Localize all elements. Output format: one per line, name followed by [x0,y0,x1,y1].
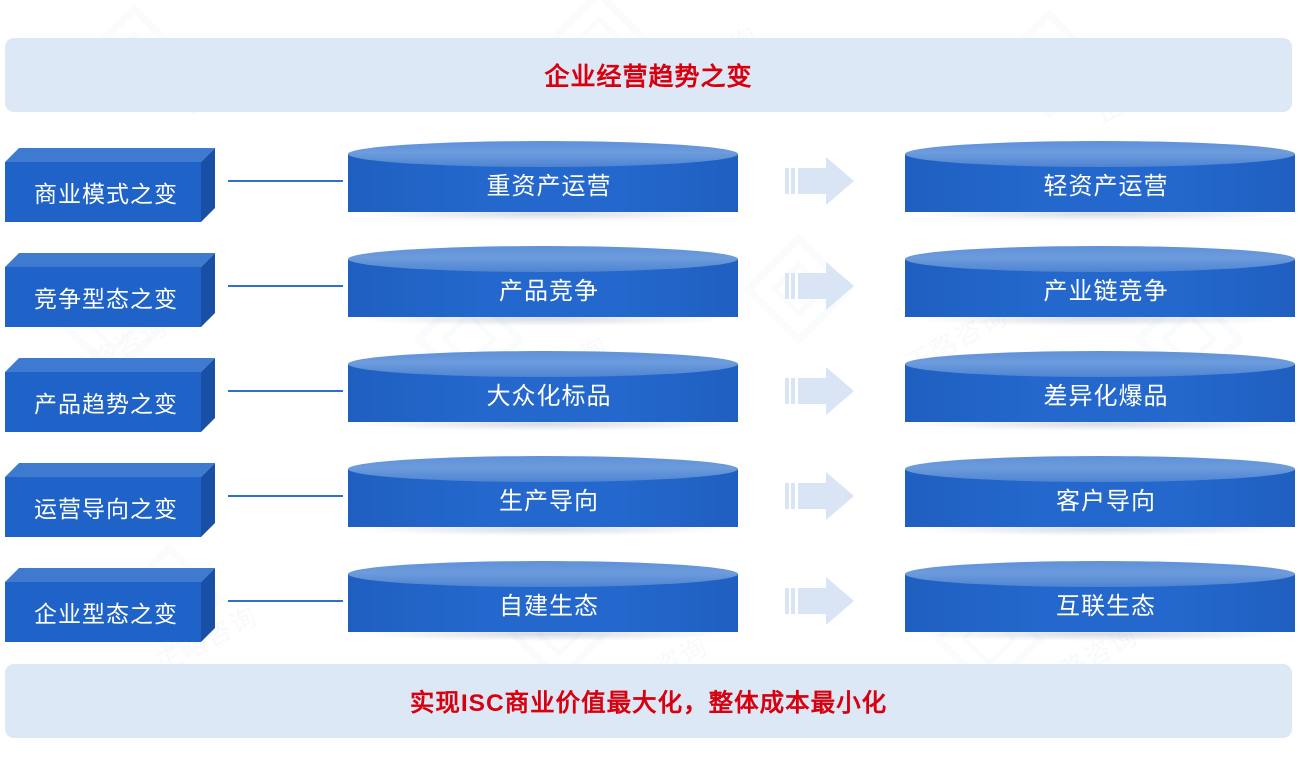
cylinder-top [905,456,1295,482]
diagram-row: 企业型态之变 自建生态 互联生态 [0,550,1300,655]
category-label: 产品趋势之变 [34,391,178,417]
from-label: 产品竞争 [499,277,599,305]
from-cylinder[interactable]: 重资产运营 [348,141,738,225]
cylinder-top [348,141,738,167]
box-front-face: 企业型态之变 [5,582,201,642]
connector-line [228,600,343,602]
category-box[interactable]: 运营导向之变 [5,463,215,537]
box-top-face [5,463,215,477]
page-title: 企业经营趋势之变 [544,63,753,91]
box-top-face [5,253,215,267]
box-top-face [5,358,215,372]
arrow-right-icon [785,261,855,311]
cylinder-top [348,351,738,377]
arrow-right-icon [785,576,855,626]
to-cylinder[interactable]: 产业链竞争 [905,246,1295,330]
to-cylinder[interactable]: 轻资产运营 [905,141,1295,225]
category-label: 竞争型态之变 [34,286,178,312]
from-cylinder[interactable]: 大众化标品 [348,351,738,435]
box-front-face: 运营导向之变 [5,477,201,537]
cylinder-top [905,561,1295,587]
header-banner: 企业经营趋势之变 [5,38,1292,112]
from-label: 大众化标品 [486,382,612,410]
arrow-right-icon [785,366,855,416]
footer-banner: 实现ISC商业价值最大化，整体成本最小化 [5,664,1292,738]
box-front-face: 竞争型态之变 [5,267,201,327]
cylinder-top [348,456,738,482]
to-cylinder[interactable]: 互联生态 [905,561,1295,645]
cylinder-top [348,246,738,272]
category-label: 运营导向之变 [34,496,178,522]
box-side-face [201,463,215,537]
box-side-face [201,148,215,222]
from-label: 自建生态 [499,592,599,620]
diagram-row: 商业模式之变 重资产运营 轻资产运营 [0,130,1300,235]
category-box[interactable]: 产品趋势之变 [5,358,215,432]
category-box[interactable]: 商业模式之变 [5,148,215,222]
connector-line [228,390,343,392]
cylinder-top [905,246,1295,272]
category-box[interactable]: 企业型态之变 [5,568,215,642]
box-top-face [5,568,215,582]
connector-line [228,180,343,182]
diagram-row: 运营导向之变 生产导向 客户导向 [0,445,1300,550]
to-label: 轻资产运营 [1043,172,1169,200]
box-top-face [5,148,215,162]
category-label: 商业模式之变 [34,181,178,207]
arrow-right-icon [785,471,855,521]
connector-line [228,495,343,497]
box-side-face [201,358,215,432]
box-side-face [201,253,215,327]
box-front-face: 产品趋势之变 [5,372,201,432]
from-cylinder[interactable]: 生产导向 [348,456,738,540]
to-cylinder[interactable]: 差异化爆品 [905,351,1295,435]
to-label: 差异化爆品 [1043,382,1169,410]
box-side-face [201,568,215,642]
category-box[interactable]: 竞争型态之变 [5,253,215,327]
to-cylinder[interactable]: 客户导向 [905,456,1295,540]
to-label: 客户导向 [1056,487,1156,515]
from-label: 重资产运营 [486,172,612,200]
footer-text: 实现ISC商业价值最大化，整体成本最小化 [409,689,888,717]
to-label: 互联生态 [1056,592,1156,620]
from-label: 生产导向 [499,487,599,515]
cylinder-top [348,561,738,587]
category-label: 企业型态之变 [34,601,178,627]
to-label: 产业链竞争 [1043,277,1169,305]
from-cylinder[interactable]: 产品竞争 [348,246,738,330]
cylinder-top [905,351,1295,377]
diagram-row: 产品趋势之变 大众化标品 差异化爆品 [0,340,1300,445]
from-cylinder[interactable]: 自建生态 [348,561,738,645]
cylinder-top [905,141,1295,167]
connector-line [228,285,343,287]
box-front-face: 商业模式之变 [5,162,201,222]
arrow-right-icon [785,156,855,206]
diagram-row: 竞争型态之变 产品竞争 产业链竞争 [0,235,1300,340]
